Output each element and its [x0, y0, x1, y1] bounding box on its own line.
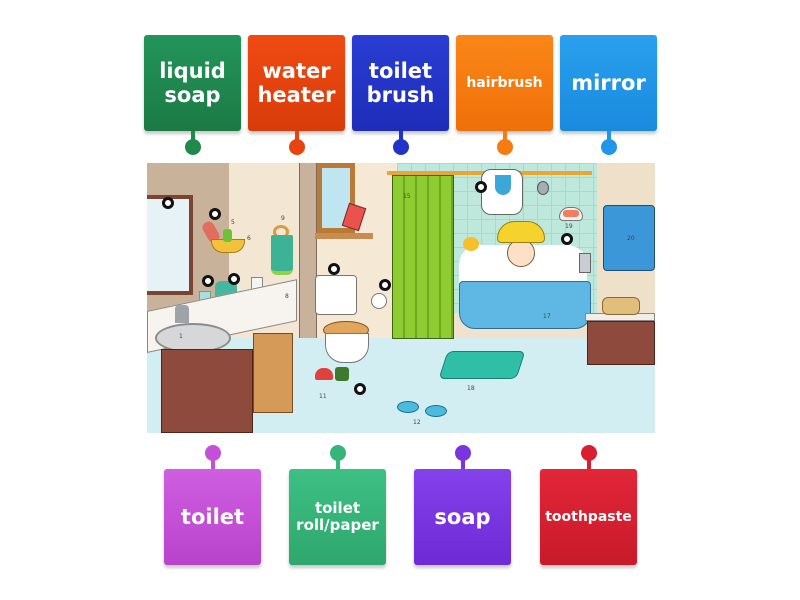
connector-dot [184, 139, 201, 155]
bathroom-illustration: 1 5 6 8 9 11 12 15 17 18 19 20 [147, 163, 655, 433]
child-face [507, 239, 535, 267]
shower-curtain [392, 175, 454, 339]
shower-cap [497, 221, 545, 243]
ref-number: 12 [413, 419, 421, 426]
label-liquid-soap[interactable]: liquid soap [144, 35, 241, 155]
shower-head [537, 181, 549, 195]
rubber-duck [463, 237, 479, 251]
slipper-right [425, 405, 447, 417]
cabinet [161, 349, 253, 433]
connector-stem [502, 131, 507, 143]
cabinet-drawers [253, 333, 293, 413]
ref-number: 5 [231, 219, 235, 226]
connector-stem [294, 131, 299, 143]
connector-stem [210, 457, 215, 469]
connector-dot [580, 445, 597, 461]
label-toilet-roll-paper[interactable]: toilet roll/paper [289, 445, 386, 565]
drop-marker-toothpaste[interactable] [202, 275, 214, 287]
drop-marker-mirror[interactable] [162, 197, 174, 209]
bath-mat [438, 351, 526, 379]
ref-number: 9 [281, 215, 285, 222]
connector-dot [204, 445, 221, 461]
connector-dot [496, 139, 513, 155]
drop-marker-soap[interactable] [561, 233, 573, 245]
label-water-heater[interactable]: water heater [248, 35, 345, 155]
label-text: hairbrush [466, 74, 543, 91]
soap-bottle-green [223, 229, 232, 242]
ref-number: 18 [467, 385, 475, 392]
connector-stem [606, 131, 611, 143]
label-hairbrush[interactable]: hairbrush [456, 35, 553, 155]
toilet-brush [335, 367, 349, 381]
label-text: toothpaste [545, 508, 632, 525]
drop-marker-toilet[interactable] [328, 263, 340, 275]
side-cabinet [587, 321, 655, 365]
connector-dot [392, 139, 409, 155]
drop-marker-toilet-brush[interactable] [354, 383, 366, 395]
ref-number: 1 [179, 333, 183, 340]
window-sill [315, 233, 373, 239]
ref-number: 11 [319, 393, 327, 400]
drop-marker-toilet-roll[interactable] [379, 279, 391, 291]
toilet-tank [315, 275, 357, 315]
sink-basin [155, 323, 231, 353]
connector-stem [586, 457, 591, 469]
connector-dot [288, 139, 305, 155]
water-heater-panel [495, 175, 511, 195]
ref-number: 19 [565, 223, 573, 230]
connector-stem [398, 131, 403, 143]
ref-number: 6 [247, 235, 251, 242]
connector-stem [460, 457, 465, 469]
drop-marker-water-heater[interactable] [475, 181, 487, 193]
label-text: toilet [180, 504, 245, 529]
label-toilet[interactable]: toilet [164, 445, 261, 565]
label-text: toilet brush [366, 58, 435, 107]
ref-number: 17 [543, 313, 551, 320]
bath-towel [603, 205, 655, 271]
label-soap[interactable]: soap [414, 445, 511, 565]
label-toilet-brush[interactable]: toilet brush [352, 35, 449, 155]
drop-marker-hairbrush[interactable] [209, 208, 221, 220]
hand-towel [271, 235, 293, 275]
label-text: mirror [571, 70, 646, 95]
folded-robe [602, 297, 640, 315]
label-text: liquid soap [159, 58, 226, 107]
connector-dot [600, 139, 617, 155]
ref-number: 8 [285, 293, 289, 300]
slipper-left [397, 401, 419, 413]
drop-marker-liquid-soap[interactable] [228, 273, 240, 285]
label-text: toilet roll/paper [296, 498, 379, 534]
connector-dot [454, 445, 471, 461]
ref-number: 20 [627, 235, 635, 242]
connector-dot [329, 445, 346, 461]
soap-bar [563, 210, 579, 217]
connector-stem [335, 457, 340, 469]
label-text: water heater [257, 58, 336, 107]
label-toothpaste[interactable]: toothpaste [540, 445, 637, 565]
mirror [147, 195, 193, 295]
connector-stem [190, 131, 195, 143]
bathtub [459, 281, 591, 329]
label-mirror[interactable]: mirror [560, 35, 657, 155]
ref-number: 15 [403, 193, 411, 200]
toilet-bowl [325, 333, 369, 363]
toilet-roll [371, 293, 387, 309]
faucet-tub [579, 253, 591, 273]
plunger [315, 368, 333, 380]
label-text: soap [434, 504, 491, 529]
faucet [175, 305, 189, 323]
